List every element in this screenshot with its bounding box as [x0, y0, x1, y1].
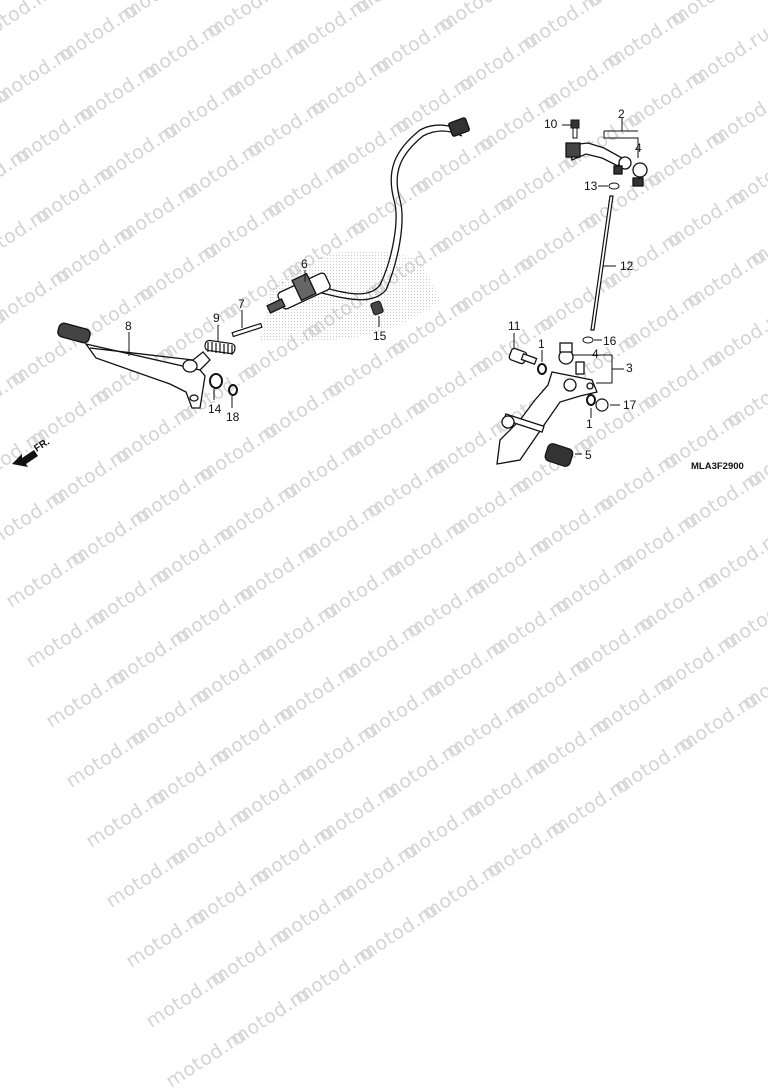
callout-8: 8	[125, 320, 132, 332]
watermark-text: motod.ru	[526, 712, 614, 780]
watermark-text: motod.ru	[334, 838, 422, 906]
callout-2: 2	[618, 108, 625, 120]
watermark-text: motod.ru	[506, 652, 594, 720]
watermark-text: motod.ru	[610, 730, 698, 798]
rod-icon	[591, 196, 613, 330]
callout-5: 5	[585, 449, 592, 461]
callout-12: 12	[620, 260, 633, 272]
watermark-text: motod.ru	[378, 736, 466, 804]
callout-4a: 4	[635, 142, 642, 154]
watermark-text: motod.ru	[274, 658, 362, 726]
watermark-text: motod.ru	[674, 688, 762, 756]
pivot-bolt-icon	[508, 348, 536, 365]
watermark-text: motod.ru	[146, 742, 234, 810]
callout-18: 18	[226, 411, 239, 423]
callout-4b: 4	[592, 348, 599, 360]
callout-17: 17	[623, 399, 636, 411]
nut-13-icon	[609, 183, 619, 189]
watermark-text: motod.ru	[270, 880, 358, 948]
front-direction-arrow-icon	[12, 450, 38, 467]
watermark-text: motod.ru	[190, 640, 278, 708]
watermark-text: motod.ru	[254, 598, 342, 666]
callout-1b: 1	[586, 418, 593, 430]
circlip-icon	[229, 385, 237, 395]
diagram-code: MLA3F2900	[691, 461, 744, 472]
watermark-text: motod.ru	[358, 676, 446, 744]
callout-11: 11	[508, 320, 520, 332]
spring-icon	[204, 340, 235, 355]
watermark-text: motod.ru	[294, 718, 382, 786]
washer-icon	[210, 374, 222, 388]
watermark-text: motod.ru	[442, 694, 530, 762]
bolt-icon	[571, 120, 579, 138]
watermark-text: motod.ru	[126, 682, 214, 750]
watermark-text: motod.ru	[290, 940, 378, 1008]
o-ring-lower-icon	[587, 395, 595, 405]
watermark-text: motod.ru	[654, 628, 742, 696]
watermark-text: motod.ru	[82, 784, 170, 852]
watermark-text: motod.ru	[738, 646, 768, 714]
watermark-text: motod.ru	[486, 592, 574, 660]
callout-13: 13	[584, 180, 597, 192]
watermark-text: motod.ru	[462, 754, 550, 822]
arm-icon	[566, 143, 631, 174]
callout-15: 15	[373, 330, 386, 342]
watermark-text: motod.ru	[106, 622, 194, 690]
watermark-text: motod.ru	[226, 982, 314, 1050]
watermark-text: motod.ru	[422, 634, 510, 702]
nut-16-icon	[583, 337, 593, 343]
watermark-text: motod.ru	[210, 700, 298, 768]
callout-9: 9	[213, 312, 220, 324]
watermark-text: motod.ru	[402, 574, 490, 642]
watermark-text: motod.ru	[314, 778, 402, 846]
washer-17-icon	[596, 399, 608, 411]
watermark-text: motod.ru	[250, 820, 338, 888]
watermark-text: motod.ru	[102, 844, 190, 912]
watermark-text: motod.ru	[206, 922, 294, 990]
callout-7: 7	[238, 298, 245, 310]
watermark-text: motod.ru	[718, 586, 768, 654]
watermark-text: motod.ru	[354, 898, 442, 966]
callout-16: 16	[603, 335, 616, 347]
callout-14: 14	[208, 403, 221, 415]
watermark-text: motod.ru	[338, 616, 426, 684]
watermark-text: motod.ru	[398, 796, 486, 864]
watermark-text: motod.ru	[62, 724, 150, 792]
watermark-text: motod.ru	[590, 670, 678, 738]
watermark-text: motod.ru	[186, 862, 274, 930]
callout-1a: 1	[538, 338, 545, 350]
callout-6: 6	[301, 258, 308, 270]
watermark-text: motod.ru	[482, 814, 570, 882]
gear-change-pedal-icon	[57, 322, 210, 408]
joint-icon	[633, 163, 647, 186]
watermark-text: motod.ru	[418, 856, 506, 924]
o-ring-icon	[538, 364, 546, 374]
watermark-text: motod.ru	[546, 772, 634, 840]
watermark-text: motod.ru	[230, 760, 318, 828]
watermark-text: motod.ru	[170, 580, 258, 648]
shift-pedal-icon	[497, 343, 597, 464]
callout-3: 3	[626, 362, 633, 374]
watermark-text: motod.ru	[166, 802, 254, 870]
callout-10: 10	[544, 118, 557, 130]
watermark-text: motod.ru	[162, 1024, 250, 1092]
watermark-text: motod.ru	[634, 568, 722, 636]
watermark-text: motod.ru	[570, 610, 658, 678]
diagram-drawing	[0, 0, 768, 576]
watermark-text: motod.ru	[22, 604, 110, 672]
watermark-text: motod.ru	[42, 664, 130, 732]
pedal-rubber-icon	[544, 442, 574, 467]
watermark-text: motod.ru	[142, 964, 230, 1032]
pin-icon	[232, 323, 262, 336]
watermark-text: motod.ru	[122, 904, 210, 972]
